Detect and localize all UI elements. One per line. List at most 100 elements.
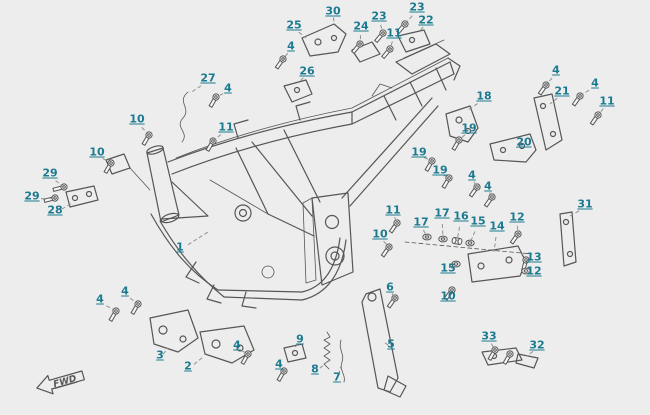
leader-line: [579, 89, 590, 97]
part-callout-13[interactable]: 13: [526, 250, 542, 264]
part-callout-28[interactable]: 28: [47, 203, 63, 217]
leader-line: [61, 202, 73, 210]
leader-line: [513, 145, 521, 149]
part-callout-24[interactable]: 24: [353, 19, 369, 33]
part-callout-19[interactable]: 19: [411, 145, 427, 159]
top-bracket-25-30: [301, 23, 347, 57]
part-callout-16[interactable]: 16: [453, 209, 469, 223]
part-callout-19[interactable]: 19: [461, 121, 477, 135]
leader-line: [490, 343, 496, 351]
part-callout-29[interactable]: 29: [24, 189, 40, 203]
part-callout-10[interactable]: 10: [89, 145, 105, 159]
part-callout-6[interactable]: 6: [386, 280, 394, 294]
part-callout-12[interactable]: 12: [509, 210, 525, 224]
leader-line: [418, 26, 424, 33]
leader-line: [469, 231, 476, 244]
part-callout-21[interactable]: 21: [554, 84, 570, 98]
leader-line: [525, 270, 531, 274]
leader-line: [458, 134, 466, 141]
part-callout-29[interactable]: 29: [42, 166, 58, 180]
part-callout-11[interactable]: 11: [218, 120, 234, 134]
leader-line: [404, 15, 413, 25]
bolt-glyph: [350, 40, 364, 55]
leader-line: [493, 236, 497, 253]
part-callout-15[interactable]: 15: [470, 214, 486, 228]
leader-line: [40, 197, 56, 200]
part-callout-4[interactable]: 4: [233, 338, 241, 352]
bolt-glyph: [509, 230, 522, 245]
part-callout-19[interactable]: 19: [432, 163, 448, 177]
part-callout-17[interactable]: 17: [413, 215, 429, 229]
leader-line: [319, 361, 328, 369]
leader-line: [383, 341, 389, 346]
part-callout-27[interactable]: 27: [200, 71, 216, 85]
part-callout-25[interactable]: 25: [286, 18, 302, 32]
part-callout-3[interactable]: 3: [156, 348, 164, 362]
part-callout-32[interactable]: 32: [529, 338, 545, 352]
part-callout-8[interactable]: 8: [311, 362, 319, 376]
part-callout-11[interactable]: 11: [599, 94, 615, 108]
leader-line: [422, 229, 428, 238]
part-callout-31[interactable]: 31: [577, 197, 593, 211]
leader-line: [359, 35, 362, 45]
leader-line: [569, 210, 580, 217]
part-callout-4[interactable]: 4: [287, 39, 295, 53]
leader-line: [489, 192, 493, 198]
part-callout-4[interactable]: 4: [552, 63, 560, 77]
part-callout-23[interactable]: 23: [409, 0, 425, 14]
bracket-22-24: [351, 29, 431, 63]
bolt-glyph: [537, 81, 550, 96]
bolt-glyph: [502, 350, 514, 366]
leader-line: [394, 217, 398, 224]
leader-line: [338, 365, 342, 375]
part-callout-4[interactable]: 4: [591, 76, 599, 90]
part-callout-1[interactable]: 1: [176, 240, 184, 254]
part-callout-10[interactable]: 10: [372, 227, 388, 241]
leader-line: [215, 93, 224, 98]
part-callout-10[interactable]: 10: [129, 112, 145, 126]
part-callout-26[interactable]: 26: [299, 64, 315, 78]
leader-line: [545, 77, 553, 86]
leader-line: [162, 347, 169, 355]
part-callout-2[interactable]: 2: [184, 359, 192, 373]
leader-line: [467, 103, 478, 111]
part-callout-11[interactable]: 11: [386, 26, 402, 40]
part-callout-4[interactable]: 4: [96, 292, 104, 306]
part-callout-33[interactable]: 33: [481, 329, 497, 343]
bolt-glyph: [103, 159, 115, 175]
part-callout-10[interactable]: 10: [440, 289, 456, 303]
part-callout-30[interactable]: 30: [325, 4, 341, 18]
part-callout-22[interactable]: 22: [418, 13, 434, 27]
part-callout-17[interactable]: 17: [434, 206, 450, 220]
part-callout-20[interactable]: 20: [516, 135, 532, 149]
leader-line: [456, 226, 461, 242]
part-callout-12[interactable]: 12: [526, 264, 542, 278]
leader-line: [141, 127, 150, 136]
leader-line: [449, 289, 453, 296]
bracket-21: [533, 93, 563, 151]
stand-bracket-2: [199, 325, 255, 364]
part-callout-5[interactable]: 5: [387, 337, 395, 351]
leader-line: [383, 240, 390, 248]
part-callout-15[interactable]: 15: [440, 261, 456, 275]
leader-line: [526, 351, 534, 357]
leader-line: [212, 134, 222, 142]
leader-line: [102, 157, 112, 164]
part-callout-4[interactable]: 4: [275, 357, 283, 371]
leader-line: [424, 157, 433, 162]
part-callout-23[interactable]: 23: [371, 9, 387, 23]
part-callout-4[interactable]: 4: [121, 284, 129, 298]
cable-guide-27: [179, 91, 189, 143]
part-callout-7[interactable]: 7: [333, 370, 341, 384]
leader-line: [549, 97, 558, 105]
part-callout-4[interactable]: 4: [484, 179, 492, 193]
part-callout-14[interactable]: 14: [489, 219, 505, 233]
leader-line: [597, 108, 604, 116]
part-callout-9[interactable]: 9: [296, 332, 304, 346]
part-callout-11[interactable]: 11: [385, 203, 401, 217]
part-callout-4[interactable]: 4: [468, 168, 476, 182]
part-callout-18[interactable]: 18: [476, 89, 492, 103]
part-callout-4[interactable]: 4: [224, 81, 232, 95]
